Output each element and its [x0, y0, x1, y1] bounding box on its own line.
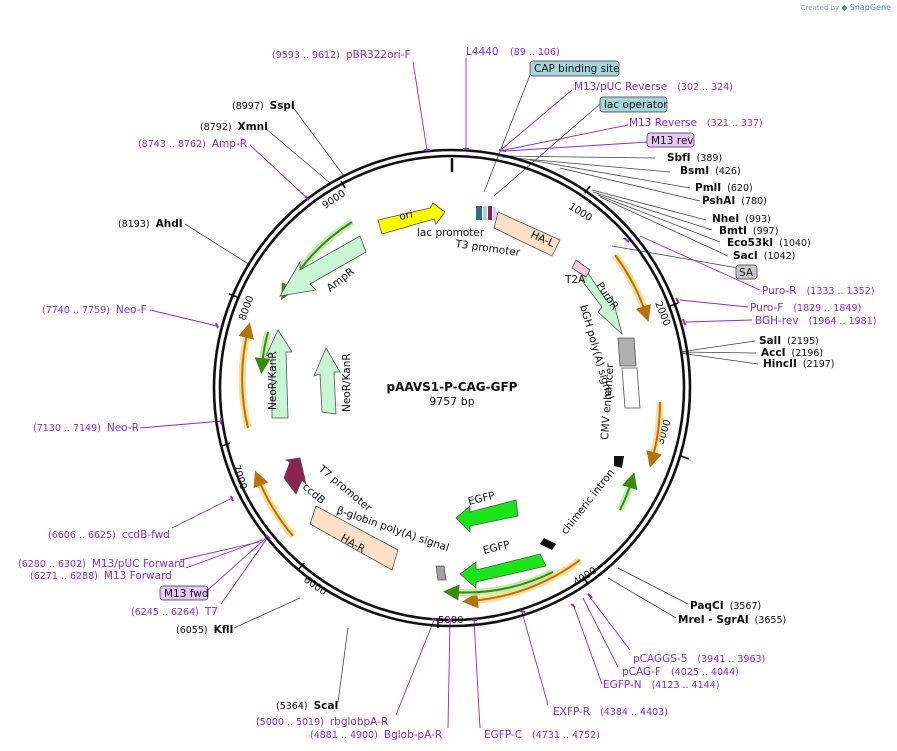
feature-t2a-label: T2A: [564, 274, 586, 286]
site-ahdi: (8193)AhdI: [118, 218, 183, 230]
neor-arrow-2: [313, 347, 341, 415]
intron-mark-2: [540, 538, 556, 550]
plasmid-length: 9757 bp: [429, 395, 474, 408]
feature-shapes: [265, 202, 641, 589]
site-mrei-sgrai: MreI - SgrAI(3655): [678, 614, 786, 626]
primer-neo-f: (7740 .. 7759)Neo-F: [42, 304, 147, 316]
tick-8000: 8000: [237, 294, 256, 322]
site-nhei: NheI(993): [712, 213, 771, 225]
neor-arrow-1: [265, 329, 293, 419]
feature-neor-label-1: NeoR/KanR: [267, 351, 279, 410]
feature-cmv-enhancer-label: CMV enhancer: [599, 363, 616, 441]
site-sbfi: SbfI(389): [667, 152, 722, 164]
cmv-enhancer-block: [621, 367, 641, 409]
primer-egfp-n: EGFP-N(4123 .. 4144): [603, 679, 719, 691]
site-eco53ki: Eco53kI(1040): [727, 237, 811, 249]
primer-m13-puc-reverse: M13/pUC Reverse(302 .. 324): [574, 81, 733, 93]
ori-arrow: [377, 202, 446, 235]
feature-egfp-label-2: EGFP: [482, 539, 511, 557]
site-bmti: BmtI(997): [719, 225, 778, 237]
box-m13-rev: M13 rev: [651, 135, 694, 147]
feature-chimeric-intron-label: chimeric intron: [559, 467, 617, 537]
primer-rbglobpa-r: (5000 .. 5019)rbglobpA-R: [256, 716, 388, 728]
site-sali: SalI(2195): [759, 335, 819, 347]
primer-ccdb-fwd: (6606 .. 6625)ccdB-fwd: [48, 529, 170, 541]
puror-arrow: [579, 269, 623, 336]
feature-t3-promoter-label: T3 promoter: [454, 238, 522, 259]
bgh-polya-block: [617, 337, 637, 367]
feature-egfp-label-1: EGFP: [467, 490, 496, 508]
feature-neor-label-2: NeoR/KanR: [341, 353, 353, 412]
credit-brand: SnapGene: [849, 3, 891, 12]
tick-9000: 9000: [321, 188, 348, 211]
primer-pbr322ori-f: (9593 .. 9612)pBR322ori-F: [272, 49, 411, 61]
feature-lac-promoter-label: lac promoter: [417, 227, 485, 239]
ha-r-segment: [309, 505, 399, 571]
primer-marks: [215, 148, 686, 621]
site-bsmi: BsmI(426): [680, 165, 741, 177]
feature-ccdb-label: ccdB: [300, 481, 327, 507]
ampr-arrow: [279, 235, 367, 297]
primer-puro-f: Puro-F(1829 .. 1849): [750, 302, 861, 314]
backbone-outer: [212, 148, 692, 628]
site-paqci: PaqCI(3567): [690, 600, 761, 612]
lac-promoter-block: [476, 206, 482, 220]
site-saci: SacI(1042): [733, 250, 795, 262]
chimeric-intron-mark: [614, 456, 624, 468]
ha-l-segment: [493, 211, 561, 257]
box-sa: SA: [739, 267, 754, 279]
t2a-block: [571, 259, 591, 278]
site-hincii: HincII(2197): [763, 358, 835, 370]
feature-ori-label: ori: [398, 208, 414, 223]
primer-m13-forward: (6271 .. 6288)M13 Forward: [30, 570, 172, 582]
ccdb-arrow: [283, 457, 307, 495]
primer-amp-r: (8743 .. 8762)Amp-R: [138, 138, 247, 150]
site-pshai: PshAI(780): [702, 195, 767, 207]
primer-neo-r: (7130 .. 7149)Neo-R: [33, 422, 139, 434]
box-lac-operator: lac operator: [604, 99, 668, 111]
primer-m13-reverse: M13 Reverse(321 .. 337): [629, 117, 763, 129]
primer-bglob-pa-r: (4881 .. 4900)Bglob-pA-R: [310, 729, 442, 741]
beta-globin-polya-block: [435, 565, 447, 581]
primer-l4440-pos: (89 .. 106): [510, 47, 560, 58]
primer-pcag-f: pCAG-F(4025 .. 4044): [622, 666, 739, 678]
egfp-arrow-2: [459, 553, 547, 589]
primer-pcaggs-5: pCAGGS-5(3941 .. 3963): [633, 653, 765, 665]
site-kfli: (6055)KflI: [176, 624, 233, 636]
site-xmni: (8792)XmnI: [200, 121, 268, 133]
primer-puro-r: Puro-R(1333 .. 1352): [762, 285, 874, 297]
tick-7000: 7000: [230, 464, 248, 492]
primer-t7: (6245 .. 6264)T7: [131, 606, 218, 618]
site-acci: AccI(2196): [761, 347, 823, 359]
primer-m13-puc-forward: (6280 .. 6302)M13/pUC Forward: [18, 558, 185, 570]
plasmid-name: pAAVS1-P-CAG-GFP: [387, 380, 518, 394]
box-cap-binding-site: CAP binding site: [534, 63, 620, 75]
credit-prefix: Created by: [800, 4, 840, 12]
snapgene-credit: Created by ◆ SnapGene: [801, 3, 891, 12]
tick-1000: 1000: [566, 201, 593, 224]
site-pmli: PmlI(620): [695, 182, 753, 194]
primer-lines: [139, 58, 761, 729]
snapgene-logo-icon: ◆: [841, 3, 848, 12]
site-scai: (5364)ScaI: [276, 700, 338, 712]
tick-6000: 6000: [301, 574, 328, 598]
box-m13-fwd: M13 fwd: [164, 588, 209, 600]
primer-l4440: L4440: [466, 46, 499, 58]
kb-ticks: [221, 180, 690, 628]
egfp-arrow-1: [455, 499, 519, 533]
primer-bgh-rev: BGH-rev(1964 .. 1981): [755, 315, 876, 327]
primer-egfp-c: EGFP-C(4731 .. 4752): [484, 729, 600, 741]
site-sspi: (8997)SspI: [232, 100, 295, 112]
primer-exfp-r: EXFP-R(4384 .. 4403): [553, 706, 668, 718]
leader-lines: [184, 74, 759, 703]
